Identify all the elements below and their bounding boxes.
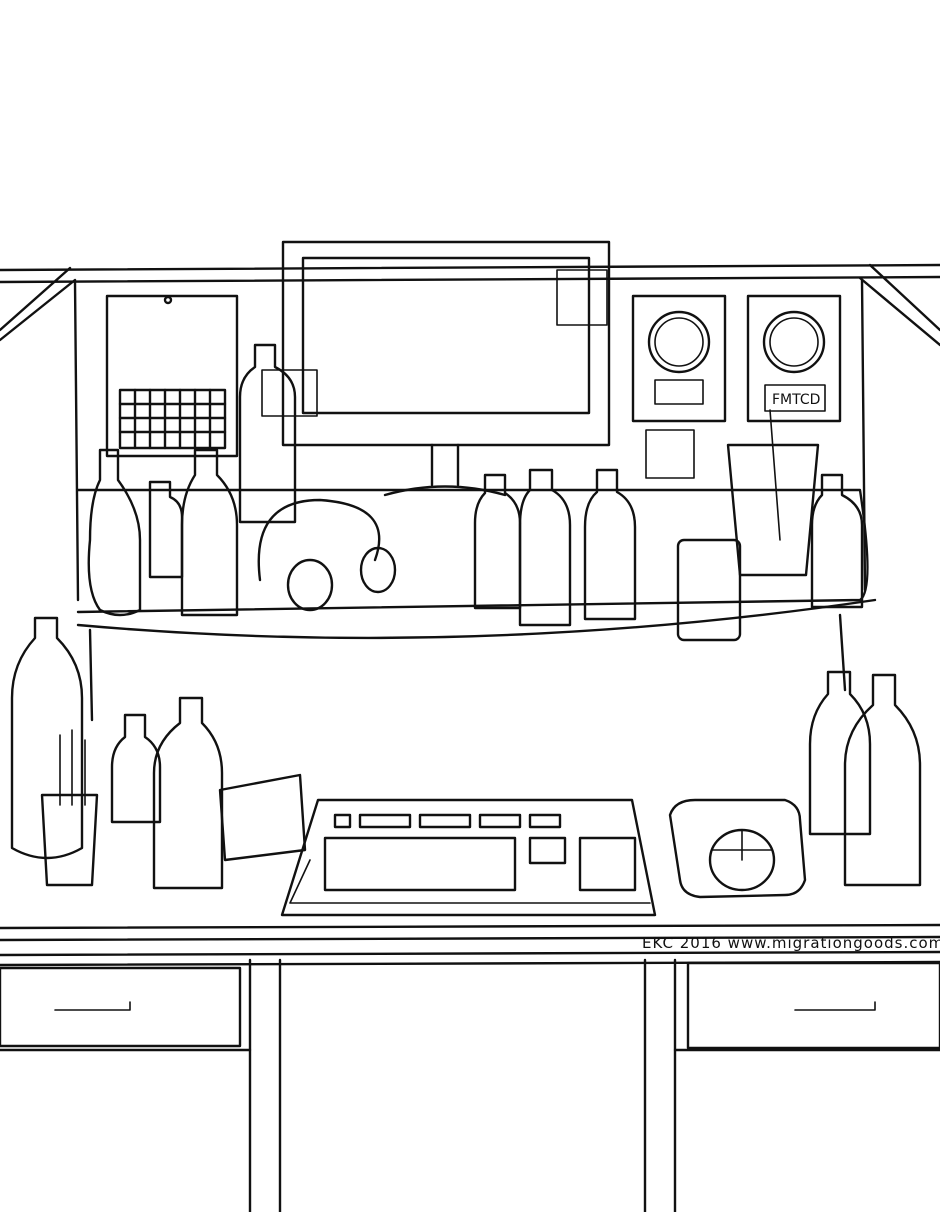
mouse-and-pad bbox=[668, 798, 807, 899]
keyboard bbox=[280, 798, 657, 917]
artist-credit: EKC 2016 www.migrationgoods.com bbox=[642, 934, 940, 952]
bottles-on-shelf bbox=[87, 343, 864, 642]
computer-monitor bbox=[281, 240, 611, 497]
desk-top bbox=[0, 923, 940, 1212]
wall-calendar bbox=[105, 294, 239, 458]
wall-plaques: FMTCD bbox=[261, 294, 842, 479]
bottles-on-desk bbox=[10, 616, 922, 890]
plaque-label: FMTCD bbox=[772, 392, 820, 408]
upper-shelf bbox=[76, 488, 877, 722]
cubicle-wall bbox=[0, 263, 940, 602]
headphones bbox=[257, 498, 397, 612]
